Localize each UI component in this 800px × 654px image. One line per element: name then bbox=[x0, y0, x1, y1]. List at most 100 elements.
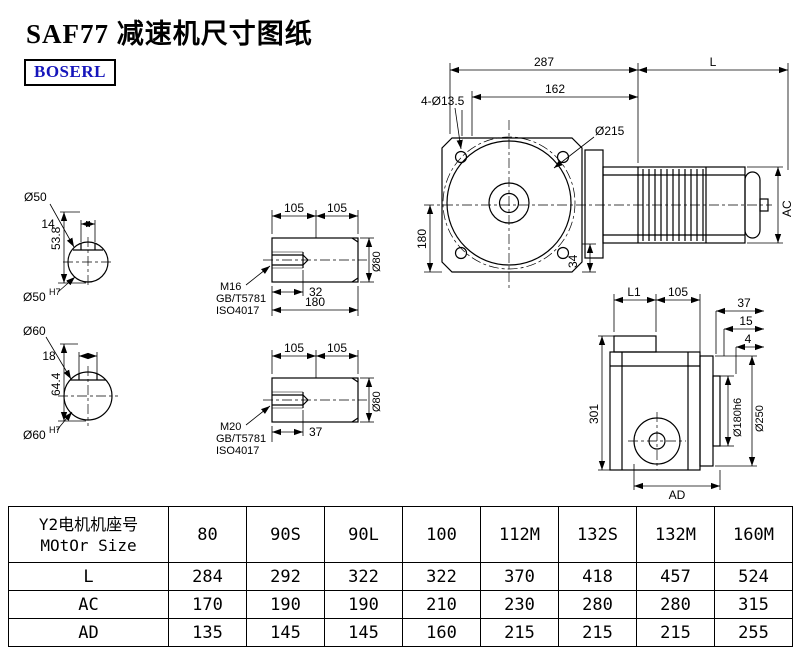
shaft-end-60-labels: Ø60 18 64.4 Ø60 H7 bbox=[23, 324, 63, 442]
dim-l1-label: L1 bbox=[627, 285, 641, 299]
dim-180-shaft-label: 180 bbox=[305, 295, 325, 309]
column-header: 90S bbox=[246, 506, 325, 563]
dim-105-left-label: 105 bbox=[284, 341, 304, 355]
table-row-AC: AC 170 190 190 210 230 280 280 315 bbox=[8, 590, 793, 619]
dim-ad-label: AD bbox=[669, 488, 686, 502]
table-cell: 190 bbox=[246, 590, 325, 619]
table-cell: 370 bbox=[480, 562, 559, 591]
table-cell: 145 bbox=[246, 618, 325, 647]
table-cell: 255 bbox=[714, 618, 793, 647]
table-cell: 280 bbox=[558, 590, 637, 619]
bolt-holes-label: 4-Ø13.5 bbox=[421, 94, 465, 108]
table-cell: 190 bbox=[324, 590, 403, 619]
shaft-m16-dimension-lines bbox=[245, 210, 374, 316]
key-width-14-label: 14 bbox=[41, 217, 55, 231]
dia-250-label: Ø250 bbox=[754, 405, 766, 432]
header-motor-size-cell: Y2电机机座号 MOtOr Size bbox=[8, 506, 169, 563]
flange-dia-label: Ø215 bbox=[595, 124, 625, 138]
front-view-outline bbox=[424, 120, 772, 290]
table-cell: 215 bbox=[636, 618, 715, 647]
standard-iso-label: ISO4017 bbox=[216, 305, 259, 317]
technical-drawing: 287 L 162 4-Ø13.5 Ø215 180 34 AC Ø50 14 … bbox=[23, 55, 794, 502]
standard-gb-label: GB/T5781 bbox=[216, 293, 266, 305]
dim-37-label: 37 bbox=[309, 425, 323, 439]
table-cell: 135 bbox=[168, 618, 247, 647]
dim-301-label: 301 bbox=[587, 404, 601, 424]
column-header: 132S bbox=[558, 506, 637, 563]
standard-gb-label: GB/T5781 bbox=[216, 433, 266, 445]
table-cell: 284 bbox=[168, 562, 247, 591]
table-cell: 292 bbox=[246, 562, 325, 591]
column-header: 90L bbox=[324, 506, 403, 563]
table-cell: 280 bbox=[636, 590, 715, 619]
shaft-m20-outline bbox=[263, 377, 367, 423]
row-label: L bbox=[8, 562, 169, 591]
thread-m16-label: M16 bbox=[220, 281, 241, 293]
column-header: 132M bbox=[636, 506, 715, 563]
dim-32-label: 32 bbox=[309, 285, 323, 299]
shaft-m16-outline bbox=[263, 237, 367, 283]
dim-180-label: 180 bbox=[415, 229, 429, 249]
key-height-538-label: 53.8 bbox=[49, 226, 63, 250]
bore-50-label: Ø50 bbox=[23, 290, 46, 304]
dia-80-label: Ø80 bbox=[371, 391, 383, 412]
table-cell: 322 bbox=[324, 562, 403, 591]
side-view-dimension-lines bbox=[598, 294, 764, 490]
table-cell: 160 bbox=[402, 618, 481, 647]
bore-60-tolerance: H7 bbox=[49, 425, 61, 435]
table-row-L: L 284 292 322 322 370 418 457 524 bbox=[8, 562, 793, 591]
dim-105-right-label: 105 bbox=[327, 341, 347, 355]
dim-287-label: 287 bbox=[534, 55, 554, 69]
dim-105-left-label: 105 bbox=[284, 201, 304, 215]
row-label: AD bbox=[8, 618, 169, 647]
page-title: SAF77 减速机尺寸图纸 bbox=[26, 19, 313, 49]
table-cell: 322 bbox=[402, 562, 481, 591]
column-header: 80 bbox=[168, 506, 247, 563]
dia-50-label: Ø50 bbox=[24, 190, 47, 204]
shaft-end-50-labels: Ø50 14 53.8 Ø50 H7 bbox=[23, 190, 63, 304]
table-cell: 215 bbox=[480, 618, 559, 647]
bore-50-tolerance: H7 bbox=[49, 287, 61, 297]
dim-162-label: 162 bbox=[545, 82, 565, 96]
dim-ac-label: AC bbox=[780, 200, 794, 217]
shaft-m20-labels: 105 105 M20 GB/T5781 ISO4017 37 Ø80 bbox=[216, 341, 383, 457]
table-cell: 457 bbox=[636, 562, 715, 591]
header-motor-size-cn: Y2电机机座号 bbox=[38, 515, 139, 535]
table-cell: 230 bbox=[480, 590, 559, 619]
dia-60-label: Ø60 bbox=[23, 324, 46, 338]
header-motor-size-en: MOtOr Size bbox=[40, 535, 137, 555]
dim-15-label: 15 bbox=[739, 314, 753, 328]
thread-m20-label: M20 bbox=[220, 421, 241, 433]
table-cell: 215 bbox=[558, 618, 637, 647]
row-label: AC bbox=[8, 590, 169, 619]
column-header: 160M bbox=[714, 506, 793, 563]
shaft-end-60-outline bbox=[58, 366, 118, 426]
dim-37-label: 37 bbox=[737, 296, 751, 310]
shaft-m16-labels: 105 105 M16 GB/T5781 ISO4017 32 180 Ø80 bbox=[216, 201, 383, 317]
table-cell: 145 bbox=[324, 618, 403, 647]
dia-80-label: Ø80 bbox=[371, 251, 383, 272]
bore-60-label: Ø60 bbox=[23, 428, 46, 442]
column-header: 100 bbox=[402, 506, 481, 563]
dim-l-label: L bbox=[710, 55, 717, 69]
standard-iso-label: ISO4017 bbox=[216, 445, 259, 457]
front-view-dimension-lines bbox=[424, 63, 789, 273]
dim-105-right-label: 105 bbox=[327, 201, 347, 215]
front-view-labels: 287 L 162 4-Ø13.5 Ø215 180 34 AC bbox=[415, 55, 794, 268]
dia-180h6-label: Ø180h6 bbox=[732, 398, 744, 437]
side-view-labels: L1 105 37 15 4 301 Ø180h6 Ø250 AD bbox=[587, 285, 766, 502]
table-cell: 170 bbox=[168, 590, 247, 619]
dim-34-label: 34 bbox=[566, 254, 580, 268]
table-cell: 315 bbox=[714, 590, 793, 619]
table-row-AD: AD 135 145 145 160 215 215 215 255 bbox=[8, 618, 793, 647]
motor-size-table: Y2电机机座号 MOtOr Size 80 90S 90L 100 112M 1… bbox=[8, 506, 793, 647]
dim-105-label: 105 bbox=[668, 285, 688, 299]
shaft-end-50-dimension-lines bbox=[49, 203, 96, 293]
shaft-end-50-outline bbox=[63, 237, 113, 287]
shaft-m20-dimension-lines bbox=[245, 350, 374, 442]
key-width-18-label: 18 bbox=[42, 349, 56, 363]
side-view-outline bbox=[609, 335, 721, 471]
table-cell: 524 bbox=[714, 562, 793, 591]
shaft-end-60-dimension-lines bbox=[45, 336, 98, 431]
table-cell: 418 bbox=[558, 562, 637, 591]
